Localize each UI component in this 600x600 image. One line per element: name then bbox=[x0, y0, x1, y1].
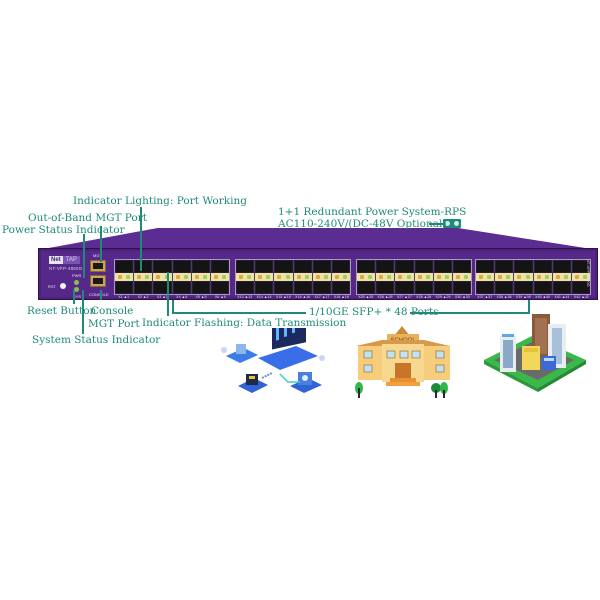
sfp-port-bank-3 bbox=[356, 259, 472, 295]
sfp-port[interactable] bbox=[395, 260, 415, 294]
sfp-port[interactable] bbox=[134, 260, 154, 294]
leader-reset-button bbox=[73, 290, 75, 304]
leader-sfp-right-h bbox=[410, 312, 530, 314]
sfp-port[interactable] bbox=[414, 260, 434, 294]
sfp-port[interactable] bbox=[514, 260, 534, 294]
power-connector-icon bbox=[443, 219, 461, 228]
sfp-port[interactable] bbox=[312, 260, 332, 294]
callout-sfp-ports: 1/10GE SFP+ * 48 Ports bbox=[309, 306, 439, 318]
sfp-port[interactable] bbox=[476, 260, 496, 294]
console-label: CONSOLE bbox=[89, 292, 109, 297]
leader-console bbox=[100, 290, 102, 300]
model-number: NT-VFP-4860G bbox=[49, 266, 83, 271]
callout-reset-button: Reset Button bbox=[27, 305, 97, 317]
callout-system-status: System Status Indicator bbox=[32, 334, 161, 346]
city-buildings-illustration bbox=[484, 314, 586, 392]
leader-out-of-band bbox=[100, 226, 102, 262]
device-top-face bbox=[38, 228, 598, 250]
sfp-port[interactable] bbox=[274, 260, 294, 294]
leader-indicator-flashing bbox=[167, 272, 169, 316]
leader-indicator-lighting bbox=[140, 207, 142, 271]
sfp-port-bank-4 bbox=[475, 259, 591, 295]
school-illustration: SCHOOL bbox=[355, 326, 450, 398]
sfp-port-bank-2 bbox=[235, 259, 351, 295]
sfp-port-bank-1 bbox=[114, 259, 230, 295]
rst-label: RST bbox=[48, 284, 56, 289]
side-model-label: NT-VFP-4860G bbox=[586, 259, 591, 287]
leader-sfp-left-h bbox=[172, 312, 306, 314]
leader-redundant-power bbox=[429, 223, 443, 225]
brand-logo: Net TAP bbox=[49, 256, 80, 264]
sfp-port[interactable] bbox=[452, 260, 472, 294]
sfp-port[interactable] bbox=[236, 260, 256, 294]
callout-indicator-flashing: Indicator Flashing: Data Transmission bbox=[142, 317, 347, 329]
sfp-port[interactable] bbox=[533, 260, 553, 294]
sfp-port[interactable] bbox=[571, 260, 591, 294]
sfp-port[interactable] bbox=[552, 260, 572, 294]
network-tap-device: Net TAP NT-VFP-4860G RST PWR SYS MGT CON… bbox=[38, 248, 598, 300]
sfp-port[interactable] bbox=[331, 260, 351, 294]
sfp-port[interactable] bbox=[115, 260, 135, 294]
mgt-label: MGT bbox=[93, 253, 102, 258]
system-status-led bbox=[74, 287, 79, 292]
sfp-port[interactable] bbox=[210, 260, 230, 294]
callout-out-of-band-port: Out-of-Band MGT Port bbox=[28, 212, 147, 224]
callout-console-1: Console bbox=[91, 305, 134, 317]
sfp-port[interactable] bbox=[495, 260, 515, 294]
sys-label: SYS bbox=[73, 294, 82, 299]
mgt-port[interactable] bbox=[90, 260, 106, 272]
sfp-port[interactable] bbox=[293, 260, 313, 294]
reset-button[interactable] bbox=[60, 283, 66, 289]
sfp-port[interactable] bbox=[433, 260, 453, 294]
sfp-port[interactable] bbox=[357, 260, 377, 294]
callout-console-2: MGT Port bbox=[88, 318, 140, 330]
leader-power-status bbox=[83, 234, 85, 278]
sfp-port[interactable] bbox=[153, 260, 173, 294]
leader-sfp-left bbox=[172, 300, 174, 313]
sfp-port[interactable] bbox=[191, 260, 211, 294]
callout-power-status: Power Status Indicator bbox=[2, 224, 125, 236]
leader-system-status bbox=[82, 290, 84, 334]
callout-redundant-power-1: 1+1 Redundant Power System-RPS bbox=[278, 206, 467, 218]
sfp-port[interactable] bbox=[255, 260, 275, 294]
leader-sfp-right bbox=[528, 300, 530, 314]
sfp-port[interactable] bbox=[172, 260, 192, 294]
callout-redundant-power-2: AC110-240V/(DC-48V Optional) bbox=[278, 218, 447, 230]
power-status-led bbox=[74, 280, 79, 285]
data-center-illustration bbox=[221, 328, 325, 393]
pwr-label: PWR bbox=[72, 273, 82, 278]
callout-indicator-lighting: Indicator Lighting: Port Working bbox=[73, 195, 247, 207]
sfp-port[interactable] bbox=[376, 260, 396, 294]
console-port[interactable] bbox=[90, 275, 106, 287]
